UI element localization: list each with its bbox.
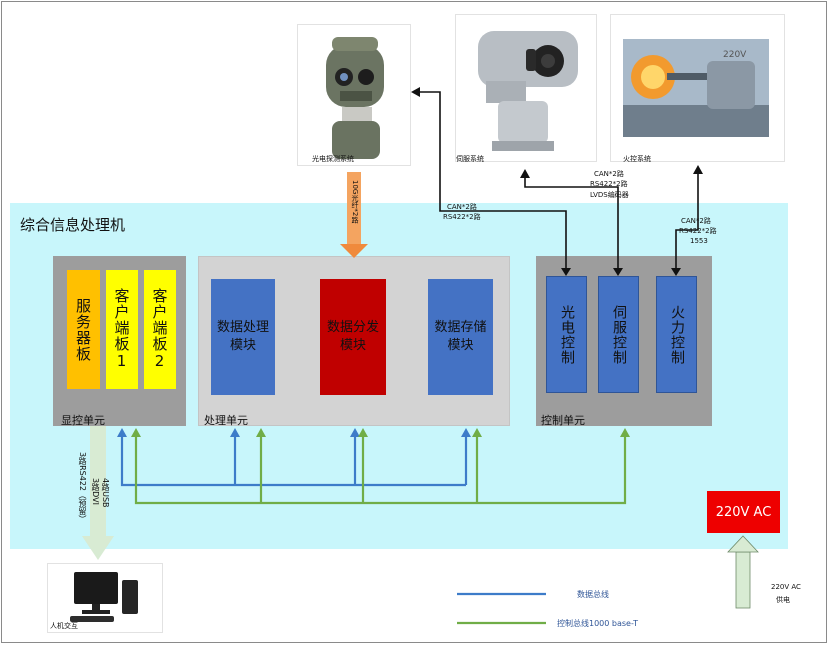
fire-link-label-2: RS422*2路 — [679, 227, 717, 235]
client-board-1: 客户端板1 — [106, 270, 138, 389]
system-title: 综合信息处理机 — [20, 216, 126, 234]
hmi-link-label-b: 3路RS422（预留） — [78, 452, 87, 523]
power-box: 220V AC — [707, 491, 780, 533]
hmi-arrow — [82, 426, 114, 560]
fire-caption: 火控系统 — [623, 155, 651, 163]
servo-control-module: 伺服控制 — [598, 276, 639, 393]
power-caption-1: 220V AC — [771, 583, 801, 591]
client-board-2: 客户端板2 — [144, 270, 176, 389]
power-arrow — [727, 535, 759, 609]
servo-link-label-2: RS422*2路 — [590, 180, 628, 188]
fire-link-label-3: 1553 — [690, 237, 708, 245]
fiber-arrow — [340, 172, 368, 258]
servo-caption: 伺服系统 — [456, 155, 484, 163]
fiber-label: 10G光纤*2路 — [351, 180, 359, 224]
eo-link-label-2: RS422*2路 — [443, 213, 481, 221]
eo-link-label-1: CAN*2路 — [447, 203, 477, 211]
power-caption-2: 供电 — [776, 596, 790, 604]
fire-control-module: 火力控制 — [656, 276, 697, 393]
servo-link-label-1: CAN*2路 — [594, 170, 624, 178]
legend-data-bus: 数据总线 — [577, 590, 609, 599]
hmi-caption: 人机交互 — [50, 622, 78, 630]
data-processing-module: 数据处理模块 — [211, 279, 275, 395]
hmi-link-label-a: 4路USB 3路DVI — [91, 478, 110, 508]
eo-pod-caption: 光电探测系统 — [312, 155, 354, 163]
fire-link-label-1: CAN*2路 — [681, 217, 711, 225]
data-distribution-module: 数据分发模块 — [320, 279, 386, 395]
svg-text:220V: 220V — [723, 50, 747, 60]
display-unit-label: 显控单元 — [61, 414, 105, 427]
server-board: 服务器板 — [67, 270, 100, 389]
processing-unit-label: 处理单元 — [204, 414, 248, 427]
data-storage-module: 数据存储模块 — [428, 279, 493, 395]
control-unit-label: 控制单元 — [541, 414, 585, 427]
eo-control-module: 光电控制 — [546, 276, 587, 393]
servo-image — [455, 14, 597, 162]
eo-pod-image — [297, 24, 411, 166]
legend-control-bus: 控制总线1000 base-T — [557, 619, 639, 628]
servo-link-label-3: LVDS编码器 — [590, 191, 629, 199]
hmi-computer-image — [47, 563, 163, 633]
fire-image: 220V — [610, 14, 785, 162]
